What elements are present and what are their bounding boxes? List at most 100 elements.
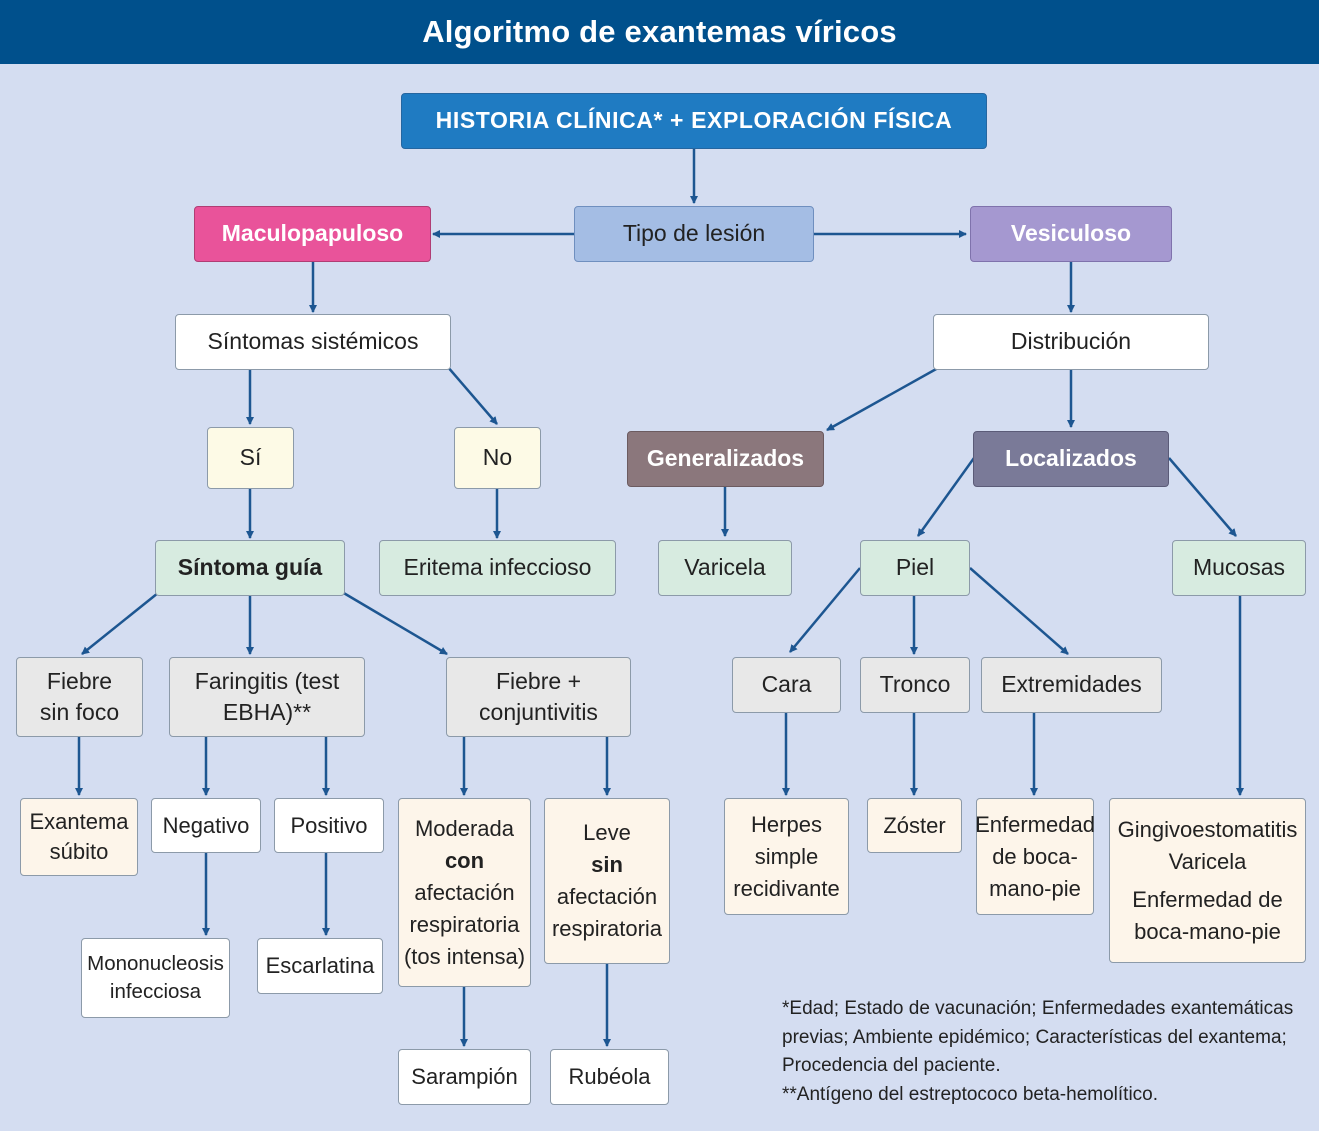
node-historia-clinica: HISTORIA CLÍNICA* + EXPLORACIÓN FÍSICA [401, 93, 987, 149]
node-zoster-label: Zóster [883, 812, 946, 838]
node-sarampion: Sarampión [398, 1049, 531, 1105]
node-mononucleosis-line1: Mononucleosis [87, 952, 224, 976]
node-si: Sí [207, 427, 294, 489]
node-tronco: Tronco [860, 657, 970, 713]
node-rubeola: Rubéola [550, 1049, 669, 1105]
node-varicela: Varicela [658, 540, 792, 596]
node-moderada-line2: con [444, 847, 485, 873]
node-sintomas-sistemicos-label: Síntomas sistémicos [207, 328, 419, 355]
node-enf-bmp-mucosas-line1: Enfermedad de [1132, 886, 1283, 912]
node-vesiculoso-label: Vesiculoso [1010, 220, 1132, 247]
node-exantema-subito-line1: Exantema [29, 809, 129, 835]
node-herpes-line1: Herpes [751, 811, 822, 837]
node-rubeola-label: Rubéola [568, 1064, 651, 1090]
node-moderada-line1: Moderada [414, 815, 515, 841]
footnote-double-asterisk: **Antígeno del estreptococo beta-hemolít… [782, 1083, 1159, 1105]
node-cara: Cara [732, 657, 841, 713]
node-generalizados-label: Generalizados [646, 445, 805, 472]
node-fiebre-sin-foco: Fiebre sin foco [16, 657, 143, 737]
node-exantema-subito-line2: súbito [49, 839, 109, 864]
node-sintoma-guia: Síntoma guía [155, 540, 345, 596]
node-maculopapuloso-label: Maculopapuloso [221, 220, 404, 247]
node-fiebre-sin-foco-line2: sin foco [39, 699, 120, 725]
node-enf-bmp-line2: de boca- [992, 843, 1078, 869]
node-leve-line2: sin [591, 852, 623, 877]
node-leve-line3: afectación [556, 884, 658, 909]
node-distribucion: Distribución [933, 314, 1209, 370]
node-localizados-label: Localizados [1005, 445, 1137, 472]
diagram-title: Algoritmo de exantemas víricos [422, 14, 897, 49]
node-maculopapuloso: Maculopapuloso [194, 206, 431, 262]
node-leve-line1: Leve [583, 820, 631, 845]
node-zoster: Zóster [867, 798, 962, 853]
arrow-loc-mucosas [1168, 457, 1237, 537]
node-enfermedad-boca-mano-pie: Enfermedad de boca- mano-pie [975, 798, 1095, 915]
node-eritema-infeccioso: Eritema infeccioso [379, 540, 616, 596]
node-sintoma-guia-label: Síntoma guía [177, 554, 323, 581]
node-moderada-line4: respiratoria [409, 911, 520, 937]
node-cara-label: Cara [761, 671, 812, 698]
node-fiebre-sin-foco-line1: Fiebre [46, 667, 113, 694]
node-herpes-line3: recidivante [733, 875, 840, 901]
arrow-guia-fiebre [81, 592, 159, 655]
node-distribucion-label: Distribución [1010, 328, 1132, 355]
node-enf-bmp-line3: mano-pie [989, 875, 1081, 901]
node-historia-clinica-label: HISTORIA CLÍNICA* + EXPLORACIÓN FÍSICA [435, 107, 953, 134]
node-tipo-lesion: Tipo de lesión [574, 206, 814, 262]
node-herpes: Herpes simple recidivante [724, 798, 849, 915]
node-moderada: Moderada con afectación respiratoria (to… [398, 798, 531, 987]
node-no: No [454, 427, 541, 489]
arrow-loc-piel [916, 457, 976, 537]
node-exantema-subito: Exantema súbito [20, 798, 138, 876]
node-fiebre-conjuntivitis: Fiebre + conjuntivitis [446, 657, 631, 737]
node-enf-bmp-line1: Enfermedad [975, 811, 1095, 837]
node-no-label: No [482, 444, 513, 471]
node-escarlatina: Escarlatina [257, 938, 383, 994]
node-localizados: Localizados [973, 431, 1169, 487]
node-si-label: Sí [239, 444, 262, 471]
node-negativo-label: Negativo [162, 812, 250, 838]
node-mucosas: Mucosas [1172, 540, 1306, 596]
node-gingivoestomatitis: Gingivoestomatitis [1117, 816, 1298, 842]
arrow-piel-extremidades [969, 567, 1069, 655]
node-moderada-line3: afectación [414, 879, 515, 905]
node-varicela-label: Varicela [684, 554, 766, 581]
node-moderada-line5: (tos intensa) [403, 943, 526, 969]
node-sintomas-sistemicos: Síntomas sistémicos [175, 314, 451, 370]
node-vesiculoso: Vesiculoso [970, 206, 1172, 262]
node-leve-line4: respiratoria [551, 916, 663, 941]
footnote-asterisk: *Edad; Estado de vacunación; Enfermedade… [782, 998, 1294, 1076]
node-fiebre-conjuntivitis-line2: conjuntivitis [479, 699, 598, 725]
node-negativo: Negativo [151, 798, 261, 853]
node-mononucleosis-line2: infecciosa [109, 980, 202, 1003]
node-herpes-line2: simple [754, 843, 819, 869]
node-generalizados: Generalizados [627, 431, 824, 487]
arrow-dist-gen [826, 366, 939, 432]
node-fiebre-conjuntivitis-line1: Fiebre + [495, 667, 581, 694]
footnotes: *Edad; Estado de vacunación; Enfermedade… [782, 995, 1307, 1109]
node-tipo-lesion-label: Tipo de lesión [622, 220, 766, 247]
node-positivo-label: Positivo [290, 812, 368, 838]
node-sarampion-label: Sarampión [411, 1064, 518, 1090]
node-mononucleosis: Mononucleosis infecciosa [81, 938, 230, 1018]
node-faringitis-line1: Faringitis (test [194, 667, 340, 694]
arrow-guia-conjuntivitis [341, 590, 448, 656]
node-faringitis-line2: EBHA)** [222, 699, 312, 725]
node-tronco-label: Tronco [879, 671, 951, 698]
arrow-sintomas-no [446, 365, 498, 425]
arrow-piel-cara [789, 567, 861, 653]
node-positivo: Positivo [274, 798, 384, 853]
node-mucosas-label: Mucosas [1192, 554, 1286, 581]
node-leve: Leve sin afectación respiratoria [544, 798, 670, 964]
node-enf-bmp-mucosas-line2: boca-mano-pie [1134, 918, 1281, 944]
node-extremidades: Extremidades [981, 657, 1162, 713]
node-varicela-mucosas: Varicela [1168, 848, 1247, 874]
node-mucosas-diagnosticos: Gingivoestomatitis Varicela Enfermedad d… [1109, 798, 1306, 963]
node-escarlatina-label: Escarlatina [265, 953, 375, 979]
node-faringitis: Faringitis (test EBHA)** [169, 657, 365, 737]
node-eritema-infeccioso-label: Eritema infeccioso [403, 554, 592, 581]
node-piel: Piel [860, 540, 970, 596]
title-bar: Algoritmo de exantemas víricos [0, 0, 1319, 64]
node-extremidades-label: Extremidades [1001, 671, 1142, 698]
